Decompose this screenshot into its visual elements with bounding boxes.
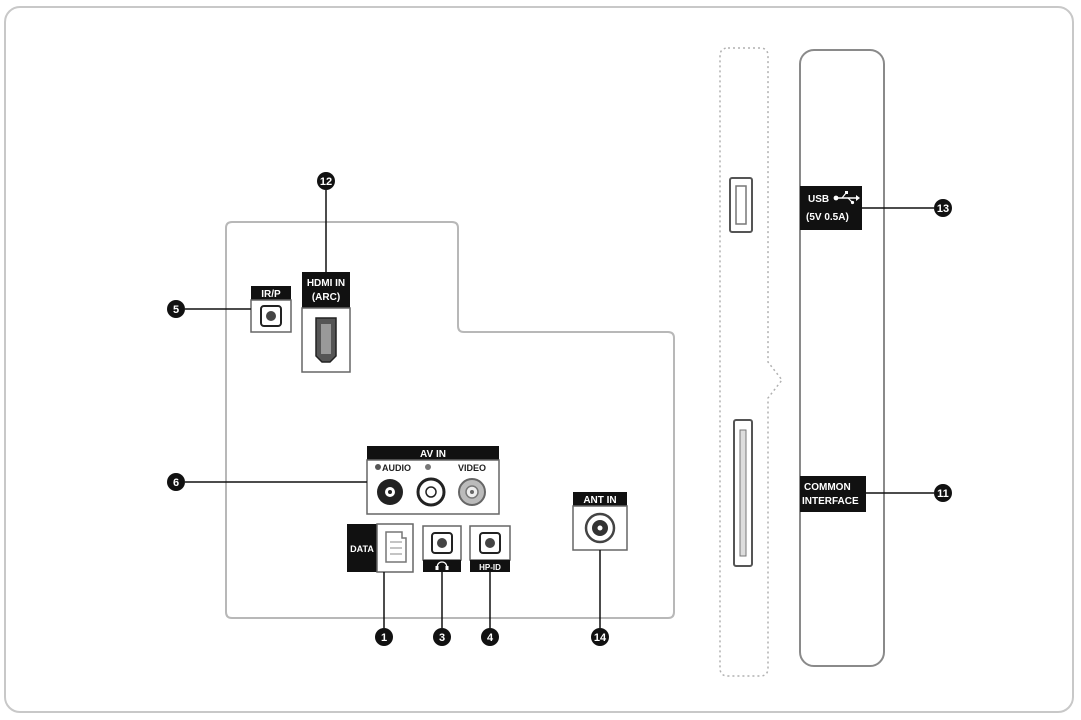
svg-text:5: 5 (173, 304, 179, 316)
headphone-icon (435, 561, 449, 570)
svg-text:3: 3 (439, 632, 445, 644)
usb-port (729, 177, 753, 233)
svg-text:11: 11 (937, 488, 949, 500)
audio-l-dot (375, 464, 381, 470)
data-port: DATA (347, 523, 414, 573)
callout-4: 4 (481, 628, 499, 646)
usb-label: USB (5V 0.5A) (800, 186, 862, 230)
hdmi-in-port: HDMI IN (ARC) (301, 272, 351, 373)
ir-p-label: IR/P (261, 289, 281, 300)
diagram-frame (4, 6, 1074, 713)
ci-label-line2: INTERFACE (802, 496, 859, 507)
usb-rating-text: (5V 0.5A) (806, 212, 849, 223)
svg-text:6: 6 (173, 477, 179, 489)
svg-text:12: 12 (320, 176, 332, 188)
hp-id-port: HP-ID (469, 525, 511, 572)
ir-p-port: IR/P (250, 286, 292, 333)
headphone-port (422, 525, 462, 572)
callout-12: 12 (317, 172, 335, 190)
audio-label: AUDIO (382, 463, 411, 473)
usb-label-text: USB (808, 194, 829, 205)
hdmi-label-line2: (ARC) (312, 292, 340, 303)
svg-text:13: 13 (937, 203, 949, 215)
callout-14: 14 (591, 628, 609, 646)
common-interface-slot (733, 419, 753, 567)
audio-r-dot (425, 464, 431, 470)
video-jack (458, 478, 486, 506)
callout-6: 6 (167, 473, 185, 491)
rear-panel-outline (225, 221, 675, 619)
usb-symbol-icon (833, 191, 860, 205)
svg-text:4: 4 (487, 632, 494, 644)
svg-text:14: 14 (594, 632, 607, 644)
av-in-port: AV IN AUDIO VIDEO (366, 446, 500, 515)
svg-text:1: 1 (381, 632, 387, 644)
ant-in-label: ANT IN (583, 495, 616, 506)
hp-id-label: HP-ID (479, 563, 501, 572)
audio-r-jack (416, 477, 446, 507)
video-label: VIDEO (458, 463, 486, 473)
ant-in-port: ANT IN (572, 492, 628, 551)
side-panel-edge-outline (719, 47, 783, 677)
callout-1: 1 (375, 628, 393, 646)
callout-13: 13 (934, 199, 952, 217)
callout-5: 5 (167, 300, 185, 318)
data-label: DATA (350, 544, 374, 554)
callout-11: 11 (934, 484, 952, 502)
hdmi-label-line1: HDMI IN (307, 278, 345, 289)
callout-3: 3 (433, 628, 451, 646)
side-panel-outline (799, 49, 885, 667)
av-in-label: AV IN (420, 449, 446, 460)
ci-label-line1: COMMON (804, 482, 851, 493)
audio-l-jack (377, 479, 403, 505)
common-interface-label: COMMON INTERFACE (800, 476, 866, 512)
